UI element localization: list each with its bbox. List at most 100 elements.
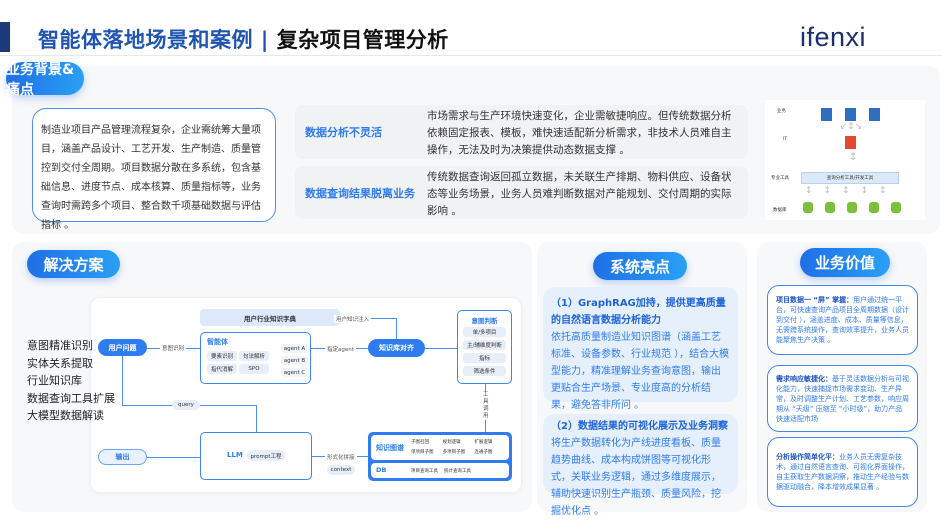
- database-icon: [869, 202, 879, 213]
- feature-item: 实体关系提取: [27, 356, 93, 370]
- query-label: query: [172, 400, 200, 410]
- value-pill: 业务价值: [800, 248, 890, 277]
- output-node: 输出: [98, 449, 147, 465]
- business-user-icon: [869, 108, 880, 121]
- kg-label: 知识图谱: [376, 444, 404, 452]
- highlights-pill: 系统亮点: [593, 252, 687, 280]
- value-title: 需求响应敏捷化：: [776, 374, 832, 383]
- feature-item: 行业知识库: [27, 374, 82, 387]
- knowledge-dictionary-box: 用户行业知识字典: [200, 309, 340, 326]
- database-icon: [825, 202, 835, 213]
- connector: [147, 457, 200, 458]
- feature-item: 意图精准识别: [27, 339, 93, 352]
- agent-node: agent A: [281, 344, 308, 353]
- business-user-icon: [845, 108, 856, 121]
- connector: [256, 405, 257, 432]
- highlight-title: （1）GraphRAG加持，提供更高质量的自然语言数据分析能力: [551, 298, 726, 326]
- agent-node: agent C: [281, 368, 308, 377]
- pain-point-card: 数据查询结果脱离业务 传统数据查询返回孤立数据，未关联生产排期、物料供应、设备状…: [295, 166, 748, 219]
- highlight-card: （1）GraphRAG加持，提供更高质量的自然语言数据分析能力 依托高质量制造业…: [543, 287, 738, 411]
- intent-judge-title: 意图判断: [471, 317, 498, 325]
- database-icon: [803, 202, 813, 213]
- feature-list: 意图精准识别 实体关系提取 行业知识库 数据查询工具扩展 大模型数据解读: [27, 337, 115, 425]
- database-icon: [891, 202, 901, 213]
- db-row: DB 项目查询工具 统计查询工具: [371, 463, 509, 478]
- kg-item: 扩展逻辑: [474, 440, 493, 445]
- pain-point-card: 数据分析不灵活 市场需求与生产环境快速变化，企业需敏捷响应。但传统数据分析依赖固…: [295, 105, 748, 159]
- background-description: 制造业项目产品管理流程复杂，企业需统筹大量项目，涵盖产品设计、工艺开发、生产制造…: [32, 108, 276, 231]
- intent-recognition-label: 意图识别: [160, 344, 187, 352]
- kg-item: 子图召回: [411, 440, 429, 445]
- kg-items: 子图召回 规划逻辑 扩展逻辑 单项目子图 多项目子图 连通子图: [411, 439, 506, 455]
- agent-chip: 句法解析: [239, 351, 269, 361]
- connector: [425, 348, 457, 349]
- value-card: 分析操作简单化平：业务人员无需复杂技术，通过自然语言查询、可视化界面操作，自主获…: [767, 437, 918, 507]
- background-pill: 业务背景&痛点: [6, 62, 84, 98]
- intent-judge-box: 意图判断 单/多项目 主/辅维度判断 指标 筛选条件: [457, 310, 512, 384]
- value-card: 项目数据一 “屏” 掌握：用户通过统一平台，可快速查询产品项目全周期数据（设计到…: [767, 285, 918, 355]
- feature-item: 数据查询工具扩展: [27, 391, 115, 405]
- kg-item: 多项目子图: [442, 450, 466, 455]
- value-card: 需求响应敏捷化：基于灵活数据分析与可视化能力，快速捕捉市场需求变动、生产异常，及…: [767, 365, 918, 432]
- title-part-case: 复杂项目管理分析: [276, 28, 449, 52]
- llm-box: LLM prompt工程: [200, 432, 312, 480]
- value-title: 分析操作简单化平：: [776, 453, 839, 461]
- assign-agent-label: 指定agent: [325, 345, 356, 353]
- it-team-icon: [845, 136, 856, 149]
- pain-point-text: 市场需求与生产环境快速变化，企业需敏捷响应。但传统数据分析依赖固定报表、模板，难…: [427, 110, 732, 156]
- prompt-chip: prompt工程: [247, 450, 285, 461]
- agent-chip: 指代消解: [207, 364, 237, 374]
- ifenxi-logo: ifenxi: [800, 22, 867, 52]
- value-text: 基于灵活数据分析与可视化能力，快速捕捉市场需求变动、生产异常，及时调整生产计划、…: [776, 374, 909, 423]
- feature-item: 大模型数据解读: [27, 409, 104, 422]
- pain-point-text: 传统数据查询返回孤立数据，未关联生产排期、物料供应、设备状态等业务场景，业务人员…: [427, 171, 732, 217]
- pain-point-label: 数据查询结果脱离业务: [305, 186, 415, 200]
- highlight-text: 依托高质量制造业知识图谱（涵盖工艺标准、设备参数、行业规范 ），结合大模型能力，…: [551, 332, 730, 411]
- connector: [396, 318, 397, 339]
- tool-bar: 查询分析工具/开发工具: [801, 172, 899, 184]
- agent-chip: 要素识别: [207, 351, 237, 361]
- kg-item: 连通子图: [474, 450, 493, 455]
- database-icons: [803, 202, 903, 213]
- business-user-icon: [821, 108, 832, 121]
- row-label-database: 数据库: [773, 208, 787, 213]
- kg-row: 知识图谱 子图召回 规划逻辑 扩展逻辑 单项目子图 多项目子图 连通子图: [371, 435, 509, 460]
- db-item: 统计查询工具: [444, 469, 471, 474]
- context-label: context: [327, 465, 355, 475]
- highlight-card: （2）数据结果的可视化展示及业务洞察 将生产数据转化为产线进度看板、质量趋势曲线…: [543, 414, 738, 517]
- intent-item: 指标: [463, 353, 506, 363]
- title-part-scenario: 智能体落地场景和案例 |: [38, 28, 277, 52]
- kg-item: 单项目子图: [411, 450, 434, 455]
- database-icon: [847, 202, 857, 213]
- highlight-text: 将生产数据转化为产线进度看板、质量趋势曲线、成本构成饼图等可视化形式，关联业务逻…: [551, 438, 721, 517]
- arrow-icon: ↕: [849, 152, 858, 163]
- value-text: 业务人员无需复杂技术，通过自然语言查询、可视化界面操作，自主获取生产数据洞察，推…: [776, 453, 909, 491]
- agent-box: 智能体 要素识别 句法解析 指代消解 SPO agent A agent B a…: [200, 332, 311, 384]
- row-label-business: 业务: [777, 109, 786, 114]
- user-question-node: 用户问题: [98, 339, 147, 356]
- value-title: 项目数据一 “屏” 掌握：: [776, 296, 854, 304]
- row-label-tools: 专业工具: [771, 176, 789, 181]
- db-item: 项目查询工具: [411, 469, 438, 474]
- header-divider: [0, 55, 942, 56]
- agent-box-title: 智能体: [207, 338, 228, 346]
- architecture-diagram: 业务 IT 专业工具 数据库 ↙↕↘ ↕ 查询分析工具/开发工具 ↕↕↕↕↕: [765, 100, 925, 220]
- header-accent-bar: [0, 22, 10, 52]
- solution-pill: 解决方案: [27, 250, 120, 278]
- formal-join-label: 形式化拼接: [325, 453, 357, 461]
- agent-chip: SPO: [239, 364, 269, 374]
- kg-item: 规划逻辑: [442, 440, 461, 445]
- llm-label: LLM: [227, 451, 243, 459]
- knowledge-store-box: 知识图谱 子图召回 规划逻辑 扩展逻辑 单项目子图 多项目子图 连通子图 DB …: [368, 432, 512, 481]
- intent-item: 筛选条件: [463, 366, 506, 376]
- db-label: DB: [376, 466, 387, 474]
- connector: [122, 356, 123, 406]
- knowledge-inject-label: 用户知识注入: [334, 315, 372, 323]
- kb-align-node: 知识库对齐: [368, 339, 425, 357]
- intent-item: 单/多项目: [463, 327, 506, 337]
- value-text: 用户通过统一平台，可快速查询产品项目全周期数据（设计到交付 ），涵盖进度、成本、…: [776, 296, 909, 344]
- arrows-icon: ↙↕↘: [839, 122, 863, 132]
- tool-call-label: 工具调用: [481, 392, 490, 420]
- highlight-title: （2）数据结果的可视化展示及业务洞察: [551, 421, 728, 432]
- row-label-it: IT: [783, 137, 788, 142]
